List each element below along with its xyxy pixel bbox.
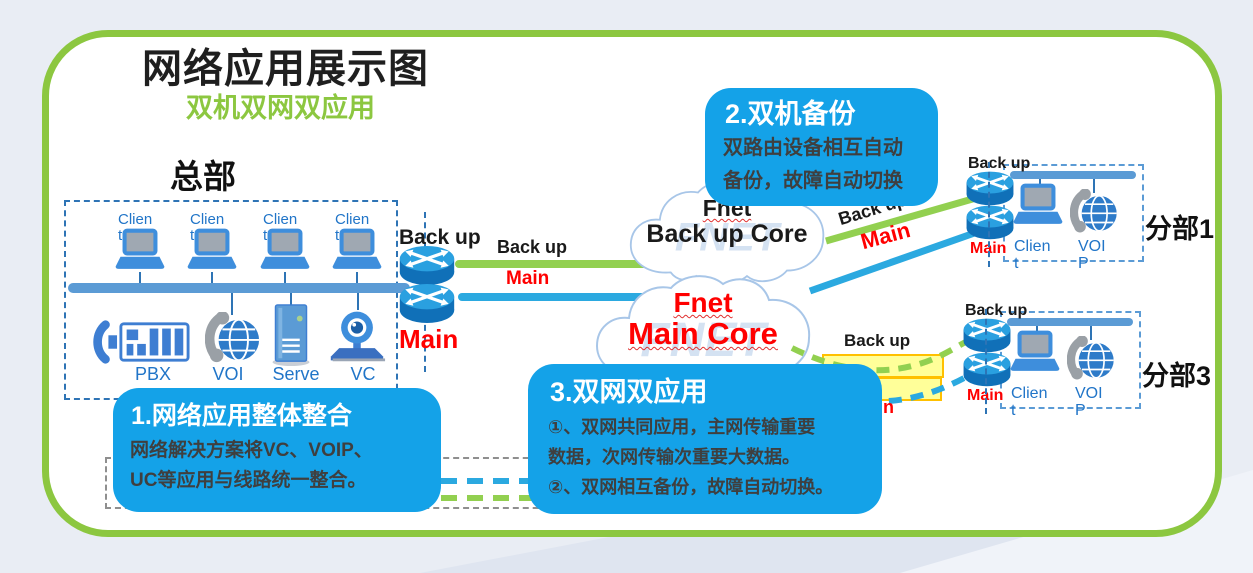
laptop-icon — [186, 228, 238, 274]
branch-bus — [1007, 318, 1133, 326]
server-label: Serve — [272, 364, 320, 384]
legend-dashed-green-line — [155, 495, 850, 501]
pbx-icon — [92, 318, 192, 366]
fnet-watermark: FNET — [640, 314, 769, 367]
fnet-watermark: FNET — [675, 216, 783, 260]
main-core-cloud-text: Fnet Main Core — [628, 287, 778, 351]
connector — [1090, 326, 1092, 340]
callout-2-body: 双路由设备相互自动 备份，故障自动切换 — [723, 137, 903, 192]
laptop-icon — [1009, 330, 1061, 376]
voip-icon — [1070, 189, 1120, 236]
hq-main-link-label: Main — [506, 268, 550, 289]
router-icon — [965, 169, 1015, 207]
router-icon — [962, 350, 1012, 388]
connector — [290, 293, 292, 305]
callout-2-title: 2.双机备份 — [725, 99, 856, 129]
webcam-icon — [328, 308, 386, 364]
branch-bus — [1010, 171, 1136, 179]
hq-backup-link-label: Back up — [497, 237, 568, 257]
hq-network-bus — [68, 283, 410, 293]
main-core-cloud: FNET — [583, 262, 823, 412]
connector — [1093, 179, 1095, 193]
router-stack-line — [988, 162, 990, 267]
vc-label: VC — [350, 364, 376, 384]
connector — [139, 272, 141, 284]
laptop-icon — [1012, 183, 1064, 229]
page-subtitle: 双机双网双应用 — [186, 93, 375, 123]
connector — [1036, 326, 1038, 334]
backup-core-cloud: FNET — [612, 178, 842, 296]
voip-icon — [205, 312, 263, 366]
router-icon — [962, 316, 1012, 354]
connector — [356, 272, 358, 284]
hq-backup-link — [455, 260, 713, 268]
headquarters-title: 总部 — [170, 158, 236, 195]
connector — [1039, 179, 1041, 187]
voip-icon — [1067, 336, 1117, 383]
laptop-icon — [114, 228, 166, 274]
branch-name: 分部1 — [1145, 214, 1215, 244]
hq-main-link — [458, 293, 700, 301]
router-icon — [965, 203, 1015, 241]
callout-3-body: ①、双网共同应用，主网传输重要 数据，次网传输次重要大数据。 ②、双网相互备份，… — [548, 417, 834, 497]
callout-1-body: 网络解决方案将VC、VOIP、 UC等应用与线路统一整合。 — [130, 440, 373, 491]
connector — [284, 272, 286, 284]
laptop-icon — [259, 228, 311, 274]
callout-3-title: 3.双网双应用 — [550, 377, 708, 407]
router-stack-line — [985, 309, 987, 414]
branch-name: 分部3 — [1142, 361, 1212, 391]
hq-main-router-label: Main — [399, 324, 459, 354]
callout-3: 3.双网双应用 ①、双网共同应用，主网传输重要 数据，次网传输次重要大数据。 ②… — [528, 364, 882, 514]
callout-1-title: 1.网络应用整体整合 — [131, 402, 352, 430]
legend-dashed-blue-line — [155, 478, 850, 484]
voip-label: VOI — [212, 364, 244, 384]
connector — [231, 293, 233, 315]
router-icon — [398, 281, 456, 325]
callout-2: 2.双机备份 双路由设备相互自动 备份，故障自动切换 — [705, 88, 938, 206]
connector — [357, 293, 359, 310]
connector — [211, 272, 213, 284]
page-title: 网络应用展示图 — [142, 47, 429, 91]
hq-backup-router-label: Back up — [399, 226, 481, 249]
b3-backup-link-label: Back up — [844, 331, 911, 350]
callout-1: 1.网络应用整体整合 网络解决方案将VC、VOIP、 UC等应用与线路统一整合。 — [113, 388, 441, 512]
branch-backup-label: Back up — [968, 155, 1031, 172]
laptop-icon — [331, 228, 383, 274]
pbx-label: PBX — [134, 364, 172, 384]
server-icon — [270, 303, 312, 367]
branch-backup-label: Back up — [965, 302, 1028, 319]
router-icon — [398, 243, 456, 287]
